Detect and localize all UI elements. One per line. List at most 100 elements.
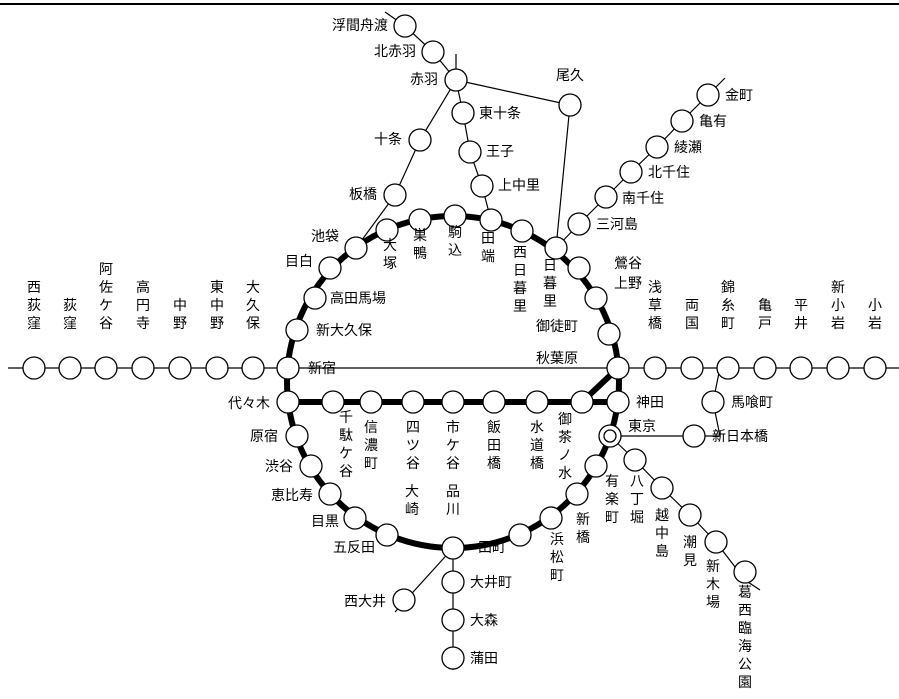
station-shibuya xyxy=(285,424,309,448)
label-shinjuku: 新宿 xyxy=(308,360,336,377)
station-kameido xyxy=(753,356,777,380)
label-gotanda: 五反田 xyxy=(333,540,375,556)
label-itabashi: 板橋 xyxy=(349,187,377,203)
station-shinjuku xyxy=(276,356,300,380)
station-oji xyxy=(458,140,482,164)
station-kaminakazato xyxy=(470,174,494,198)
label-kaminakazato: 上中里 xyxy=(498,178,540,194)
station-kitaakabane xyxy=(421,40,445,64)
label-tamachi: 田町 xyxy=(478,540,506,556)
label-ayase: 綾瀬 xyxy=(674,140,702,156)
label-higashijujo: 東十条 xyxy=(479,105,521,122)
station-yurakucho xyxy=(584,454,608,478)
label-mejiro: 目白 xyxy=(285,254,313,270)
station-yotsuya xyxy=(401,390,425,414)
station-shinanomachi xyxy=(359,390,383,414)
station-shinkiba xyxy=(704,530,728,554)
label-bakurocho: 馬喰町 xyxy=(731,395,773,411)
station-sendagaya xyxy=(321,390,345,414)
label-shinagawa: 品川 xyxy=(446,484,460,518)
label-nakano: 中野 xyxy=(173,298,187,332)
label-kitaakabane: 北赤羽 xyxy=(374,44,416,60)
label-sugamo: 巣鴨 xyxy=(413,228,427,262)
station-kitasenju xyxy=(619,160,643,184)
label-ikebukuro: 池袋 xyxy=(311,229,339,245)
station-shinkoiwa xyxy=(826,356,850,380)
label-ebisu: 恵比寿 xyxy=(271,487,313,504)
station-mejiro xyxy=(318,256,342,280)
label-shimbashi: 新橋 xyxy=(576,512,590,546)
station-ebisu xyxy=(299,454,323,478)
station-jujo xyxy=(408,128,432,152)
station-iidabashi xyxy=(482,390,506,414)
station-ogikubo xyxy=(58,356,82,380)
label-asakusabashi: 浅草橋 xyxy=(648,280,662,332)
station-shimbashi xyxy=(565,482,589,506)
station-nishioi xyxy=(392,588,416,612)
station-omori xyxy=(441,608,465,632)
station-suidobashi xyxy=(525,390,549,414)
label-jujo: 十条 xyxy=(374,131,402,148)
label-higashinakano: 東中野 xyxy=(210,280,224,332)
label-hamamatsucho: 浜松町 xyxy=(550,532,564,584)
transfer-marker-tokyo xyxy=(603,429,617,443)
station-hatchobori xyxy=(623,448,647,472)
station-nakano xyxy=(168,356,192,380)
label-oku: 尾久 xyxy=(556,68,584,84)
station-okubo xyxy=(241,356,265,380)
station-etchujima xyxy=(650,476,674,500)
label-iidabashi: 飯田橋 xyxy=(487,419,501,472)
label-shinokubo: 新大久保 xyxy=(316,323,372,339)
station-ayase xyxy=(645,135,669,159)
station-ichigaya xyxy=(441,390,465,414)
station-tokyo xyxy=(598,424,622,448)
station-tabata xyxy=(479,208,503,232)
label-shinnihombashi: 新日本橋 xyxy=(712,429,768,445)
station-sugamo xyxy=(408,208,432,232)
station-otsuka xyxy=(375,218,399,242)
station-kinshicho xyxy=(716,356,740,380)
station-ochanomizu xyxy=(570,390,594,414)
station-yoyogi xyxy=(276,390,300,414)
label-komagome: 駒込 xyxy=(448,225,462,259)
label-kinshicho: 錦糸町 xyxy=(721,279,735,332)
label-koiwa: 小岩 xyxy=(868,298,882,332)
label-oimachi: 大井町 xyxy=(470,575,512,591)
label-uguisudani: 鶯谷 xyxy=(614,256,642,272)
stations xyxy=(22,14,887,670)
label-hirai: 平井 xyxy=(794,298,808,332)
station-koiwa xyxy=(863,356,887,380)
station-ueno xyxy=(584,286,608,310)
station-hirai xyxy=(789,356,813,380)
label-asagaya: 阿佐ケ谷 xyxy=(99,262,113,332)
labels-vertical: 西荻窪 荻窪 阿佐ケ谷 高円寺 中野 東中野 大久保 浅草橋 両国 錦糸町 亀戸… xyxy=(27,225,882,691)
station-mikawashima xyxy=(567,212,591,236)
station-komagome xyxy=(443,204,467,228)
station-nishinippori xyxy=(510,219,534,243)
label-kasairinkai: 葛西臨海公園 xyxy=(738,585,752,691)
label-oji: 王子 xyxy=(486,144,514,160)
label-nishinippori: 西日暮里 xyxy=(513,245,527,315)
station-osaki xyxy=(375,523,399,547)
label-kanamachi: 金町 xyxy=(725,88,753,104)
label-meguro: 目黒 xyxy=(311,514,339,530)
station-kamata xyxy=(441,646,465,670)
station-higashinakano xyxy=(205,356,229,380)
label-okubo: 大久保 xyxy=(246,280,260,332)
label-kameido: 亀戸 xyxy=(758,298,772,332)
station-oku xyxy=(558,93,582,117)
label-nishioi: 西大井 xyxy=(344,594,386,610)
label-tabata: 田端 xyxy=(481,231,495,265)
labels-horizontal: 浮間舟渡 北赤羽 赤羽 尾久 東十条 十条 王子 上中里 板橋 金町 亀有 綾瀬… xyxy=(228,18,773,667)
station-oimachi xyxy=(441,570,465,594)
station-ryogoku xyxy=(680,356,704,380)
label-kanda: 神田 xyxy=(636,395,664,411)
station-okachimachi xyxy=(597,322,621,346)
label-minamisenju: 南千住 xyxy=(622,191,664,207)
label-yotsuya: 四ツ谷 xyxy=(406,420,420,472)
label-tokyo: 東京 xyxy=(628,419,656,435)
label-akihabara: 秋葉原 xyxy=(536,351,578,367)
label-akabane: 赤羽 xyxy=(410,72,438,88)
label-kameari: 亀有 xyxy=(699,114,727,130)
station-akabane xyxy=(444,68,468,92)
